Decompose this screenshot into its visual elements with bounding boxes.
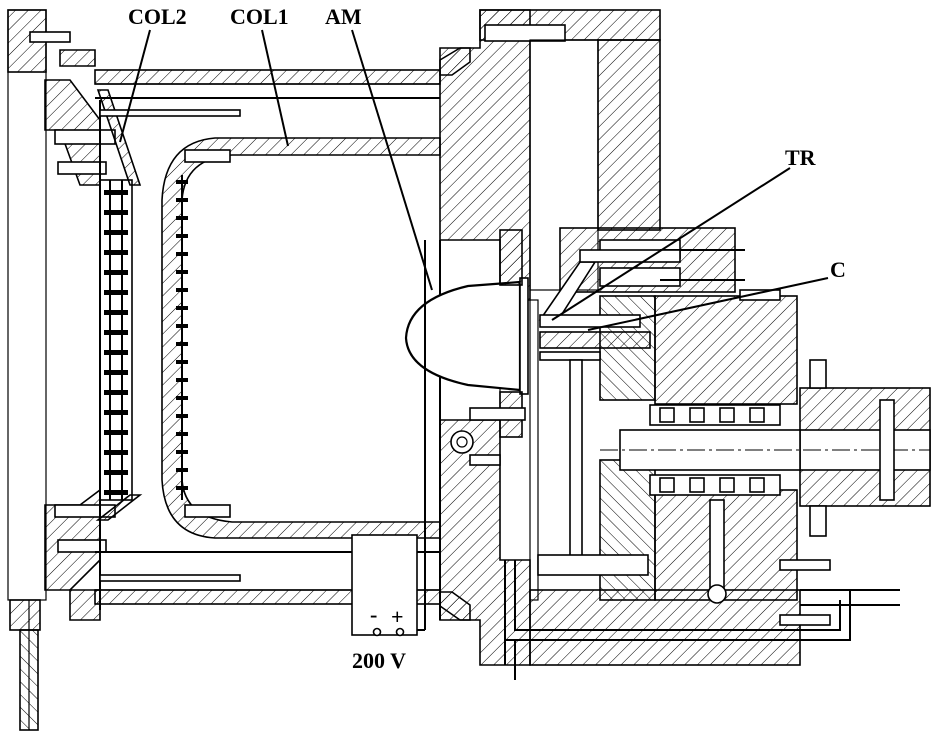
electrode-ring (176, 414, 188, 418)
col1-label: COL1 (230, 4, 289, 29)
bearing-ball (719, 407, 735, 423)
bolts (450, 249, 831, 626)
minus-sign: - (370, 602, 377, 627)
electrode-ring (176, 450, 188, 454)
electrode-ring (176, 432, 188, 436)
electrode-ring (176, 216, 188, 220)
electrode-ring (104, 390, 128, 395)
cooling-channels (504, 560, 851, 680)
electrode-ring (176, 234, 188, 238)
electrode-ring (176, 270, 188, 274)
am-label: AM (325, 4, 362, 29)
electrode-ring (104, 350, 128, 355)
electrode-ring (176, 486, 188, 490)
power-supply: - + 200 V (351, 240, 426, 673)
electrode-ring (176, 198, 188, 202)
left-top-flange (44, 49, 116, 186)
electrode-ring (176, 180, 188, 184)
bearing-ball (659, 407, 675, 423)
electrode-ring (104, 330, 128, 335)
col1-inner-cup (161, 137, 441, 539)
electrode-ring (104, 370, 128, 375)
electrode-ring (176, 288, 188, 292)
electrode-ring (176, 324, 188, 328)
bearing-ball (659, 477, 675, 493)
target-region (529, 261, 651, 601)
right-shaft (600, 359, 931, 606)
electrode-ring (104, 430, 128, 435)
electrode-ring (176, 396, 188, 400)
bearing-ball (749, 407, 765, 423)
electrode-ring (104, 290, 128, 295)
electrode-ring (104, 230, 128, 235)
electrode-ring (176, 252, 188, 256)
outer-top-tube (94, 69, 441, 117)
col2-electrode-stack (99, 100, 133, 610)
left-outer-plate (7, 9, 71, 731)
electrode-ring (104, 310, 128, 315)
minus-terminal (372, 627, 382, 637)
c-label: C (830, 257, 846, 282)
electrode-ring (104, 450, 128, 455)
electrode-ring (104, 190, 128, 195)
electrode-ring (176, 378, 188, 382)
electrode-ring (104, 210, 128, 215)
electrode-ring (104, 250, 128, 255)
plus-terminal (395, 627, 405, 637)
electrode-ring (176, 342, 188, 346)
bearing-ball (689, 477, 705, 493)
col2-label: COL2 (128, 4, 187, 29)
voltage-label: 200 V (352, 648, 406, 673)
bearing-ball (749, 477, 765, 493)
electrode-ring (104, 470, 128, 475)
electrode-ring (104, 410, 128, 415)
bearing-ball (719, 477, 735, 493)
bearing-ball (689, 407, 705, 423)
electrode-ring (176, 468, 188, 472)
right-housing-block (529, 295, 801, 666)
plus-sign: + (391, 604, 404, 629)
electrode-ring (104, 270, 128, 275)
leader-lines (119, 29, 829, 331)
electrode-ring (104, 490, 128, 495)
electrode-ring (176, 360, 188, 364)
electrode-ring (176, 306, 188, 310)
tr-label: TR (785, 145, 817, 170)
